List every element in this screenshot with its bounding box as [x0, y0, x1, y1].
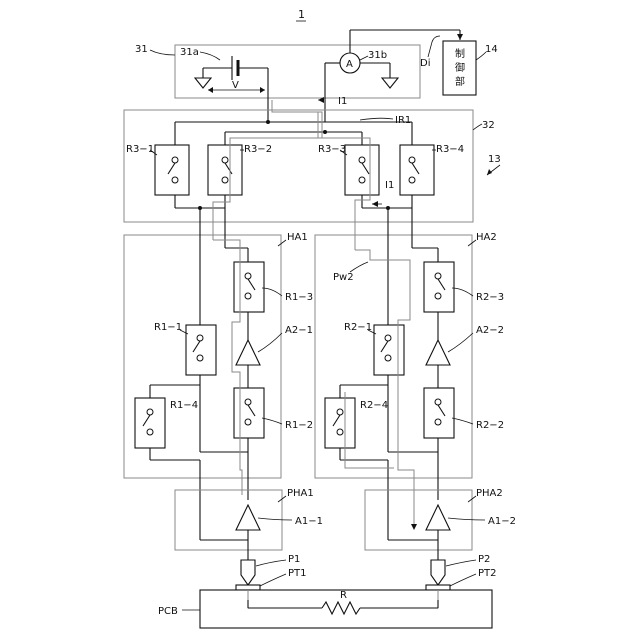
relay-r2-2 — [424, 388, 454, 438]
relay-r1-3-label: R1−3 — [285, 292, 313, 303]
probe-p1-label: P1 — [288, 554, 300, 565]
amp-a1-1 — [236, 505, 260, 530]
relay-r2-1 — [374, 325, 404, 375]
relay-r1-2 — [234, 388, 264, 438]
pad-pt1-label: PT1 — [288, 568, 307, 579]
pcb-label: PCB — [158, 606, 178, 617]
probe-p1: P1 PT1 — [236, 554, 307, 590]
relay-r2-3 — [424, 262, 454, 312]
relay-r2-2-label: R2−2 — [476, 420, 504, 431]
relay-r3-2 — [208, 145, 242, 195]
current-ir1: IR1 — [395, 115, 411, 126]
relay-r2-4-label: R2−4 — [360, 400, 388, 411]
unit-pha1: PHA1 A1−1 — [175, 488, 323, 560]
unit-ha2-label: HA2 — [476, 232, 497, 243]
unit-pha2-label: PHA2 — [476, 488, 503, 499]
relay-r2-4 — [325, 398, 355, 448]
amp-a2-1-label: A2−1 — [285, 325, 313, 336]
controller-unit: 制 御 部 14 — [443, 41, 498, 95]
controller-label-2: 御 — [455, 61, 465, 74]
ground-left-icon — [195, 78, 211, 88]
relay-r2-1-label: R2−1 — [344, 322, 372, 333]
controller-ref: 14 — [485, 44, 498, 55]
relay-r1-2-label: R1−2 — [285, 420, 313, 431]
pad-pt2 — [426, 585, 450, 590]
relay-r1-3 — [234, 262, 264, 312]
relay-group: 32 13 IR1 R3−1 R3−2 — [124, 100, 501, 250]
battery-ref: 31a — [180, 47, 199, 58]
power-unit-ref: 31 — [135, 44, 148, 55]
amp-a1-1-label: A1−1 — [295, 516, 323, 527]
relay-r3-3 — [345, 145, 379, 195]
figure-number: 1 — [298, 8, 305, 21]
amp-a2-2 — [426, 340, 450, 365]
controller-label-1: 制 — [455, 47, 465, 60]
pad-pt1 — [236, 585, 260, 590]
relay-r2-3-label: R2−3 — [476, 292, 504, 303]
current-i1-top: I1 — [338, 96, 347, 107]
ammeter-ref: 31b — [368, 50, 387, 61]
ammeter-symbol: A — [346, 59, 353, 70]
amp-a1-2 — [426, 505, 450, 530]
device-ref: 13 — [488, 154, 501, 165]
amp-a2-1 — [236, 340, 260, 365]
relay-r1-1-label: R1−1 — [154, 322, 182, 333]
pcb-board: PCB R — [158, 590, 492, 628]
relay-r3-1 — [155, 145, 189, 195]
relay-r1-4 — [135, 398, 165, 448]
relay-r3-3-label: R3−3 — [318, 144, 346, 155]
amp-a2-2-label: A2−2 — [476, 325, 504, 336]
relay-r1-4-label: R1−4 — [170, 400, 198, 411]
relay-r1-1 — [186, 325, 216, 375]
unit-ha1-label: HA1 — [287, 232, 308, 243]
pad-pt2-label: PT2 — [478, 568, 497, 579]
unit-pw2-label: Pw2 — [333, 272, 354, 283]
signal-di-label: Di — [420, 58, 430, 69]
relay-r3-4-label: R3−4 — [436, 144, 464, 155]
relay-group-ref: 32 — [482, 120, 495, 131]
probe-p2: P2 PT2 — [426, 554, 497, 590]
unit-pha1-label: PHA1 — [287, 488, 314, 499]
relay-r3-2-label: R3−2 — [244, 144, 272, 155]
amp-a1-2-label: A1−2 — [488, 516, 516, 527]
relay-r3-1-label: R3−1 — [126, 144, 154, 155]
power-unit: 31 31a V A 31b Di — [135, 30, 460, 122]
current-i1-mid: I1 — [385, 180, 394, 191]
resistor-label: R — [340, 590, 347, 601]
voltage-label: V — [232, 80, 239, 91]
ground-right-icon — [382, 78, 398, 88]
probe-p2-label: P2 — [478, 554, 490, 565]
controller-label-3: 部 — [455, 75, 465, 88]
